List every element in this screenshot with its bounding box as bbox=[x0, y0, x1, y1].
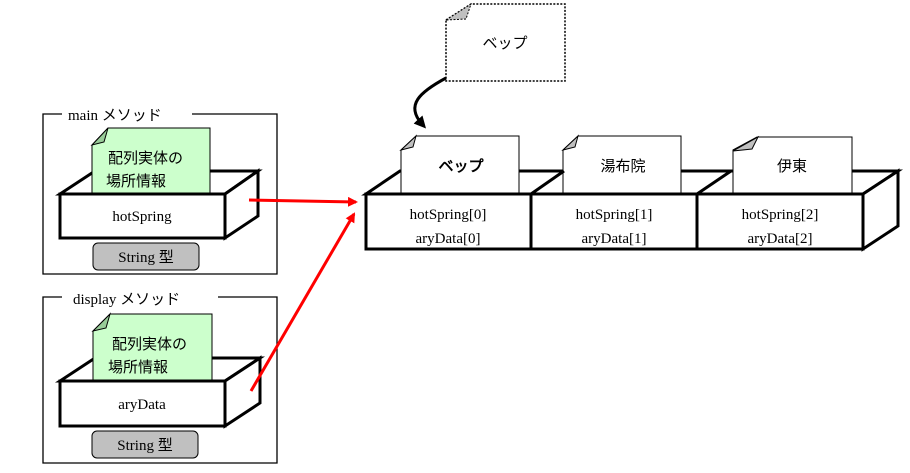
main-method-title: main メソッド bbox=[68, 108, 162, 124]
main-type-label: String 型 bbox=[118, 249, 173, 266]
note-fold-icon bbox=[561, 134, 579, 151]
array-cell-1-label1: hotSpring[1] bbox=[576, 207, 653, 223]
display-reference-arrow bbox=[249, 212, 356, 392]
array-cell-1-label2: aryData[1] bbox=[582, 231, 647, 247]
array-element-2-value: 伊東 bbox=[777, 157, 807, 175]
note-fold-icon bbox=[732, 135, 760, 152]
main-note-line2: 場所情報 bbox=[106, 172, 166, 190]
main-variable-box: 配列実体の 場所情報 hotSpring bbox=[54, 127, 263, 241]
note-fold-icon bbox=[444, 2, 472, 21]
array-cell-0-label1: hotSpring[0] bbox=[410, 207, 487, 223]
display-variable-name: aryData bbox=[118, 397, 166, 413]
assignment-arrow bbox=[413, 76, 447, 129]
array-cell-0-label2: aryData[0] bbox=[416, 231, 481, 247]
array-cell-2-label1: hotSpring[2] bbox=[742, 207, 819, 223]
main-variable-name: hotSpring bbox=[112, 209, 172, 225]
floating-note-text: ベップ bbox=[482, 34, 527, 52]
display-type-label: String 型 bbox=[117, 437, 172, 454]
display-note-line2: 場所情報 bbox=[108, 358, 168, 376]
array-entity: ベップ 湯布院 伊東 hotSpring[0] aryData[0] hotSp… bbox=[361, 134, 904, 252]
array-element-1-value-note: 湯布院 bbox=[561, 134, 682, 195]
display-frame-border bbox=[42, 296, 278, 464]
main-reference-arrow bbox=[248, 196, 358, 207]
display-location-note: 配列実体の 場所情報 bbox=[91, 312, 213, 382]
array-element-0-value-note: ベップ bbox=[399, 134, 520, 195]
display-note-line1: 配列実体の bbox=[112, 335, 187, 353]
array-element-1-value: 湯布院 bbox=[600, 157, 645, 175]
display-type-badge bbox=[91, 430, 199, 459]
box-front bbox=[58, 379, 227, 428]
array-cell-2-label2: aryData[2] bbox=[748, 231, 813, 247]
note-fold-icon bbox=[90, 127, 109, 146]
note-fold-icon bbox=[91, 312, 112, 332]
array-element-2-value-note: 伊東 bbox=[732, 135, 853, 195]
box-front bbox=[58, 192, 227, 240]
array-cell-2: hotSpring[2] aryData[2] bbox=[695, 192, 865, 251]
note-fold-icon bbox=[399, 134, 417, 151]
main-frame-border bbox=[42, 113, 278, 275]
display-method-frame: display メソッド 配列実体の 場所情報 aryData String 型 bbox=[42, 292, 278, 464]
main-method-frame: main メソッド 配列実体の 場所情報 hotSpring String 型 bbox=[42, 108, 278, 275]
main-type-badge bbox=[92, 242, 200, 271]
display-method-title: display メソッド bbox=[73, 292, 180, 308]
display-variable-box: 配列実体の 場所情報 aryData bbox=[54, 312, 266, 429]
array-cell-1: hotSpring[1] aryData[1] bbox=[529, 192, 699, 251]
array-cell-0: hotSpring[0] aryData[0] bbox=[364, 192, 533, 251]
array-element-0-value: ベップ bbox=[438, 157, 484, 175]
main-location-note: 配列実体の 場所情報 bbox=[90, 127, 211, 195]
floating-value-note: ベップ bbox=[444, 2, 566, 82]
main-note-line1: 配列実体の bbox=[108, 149, 183, 167]
